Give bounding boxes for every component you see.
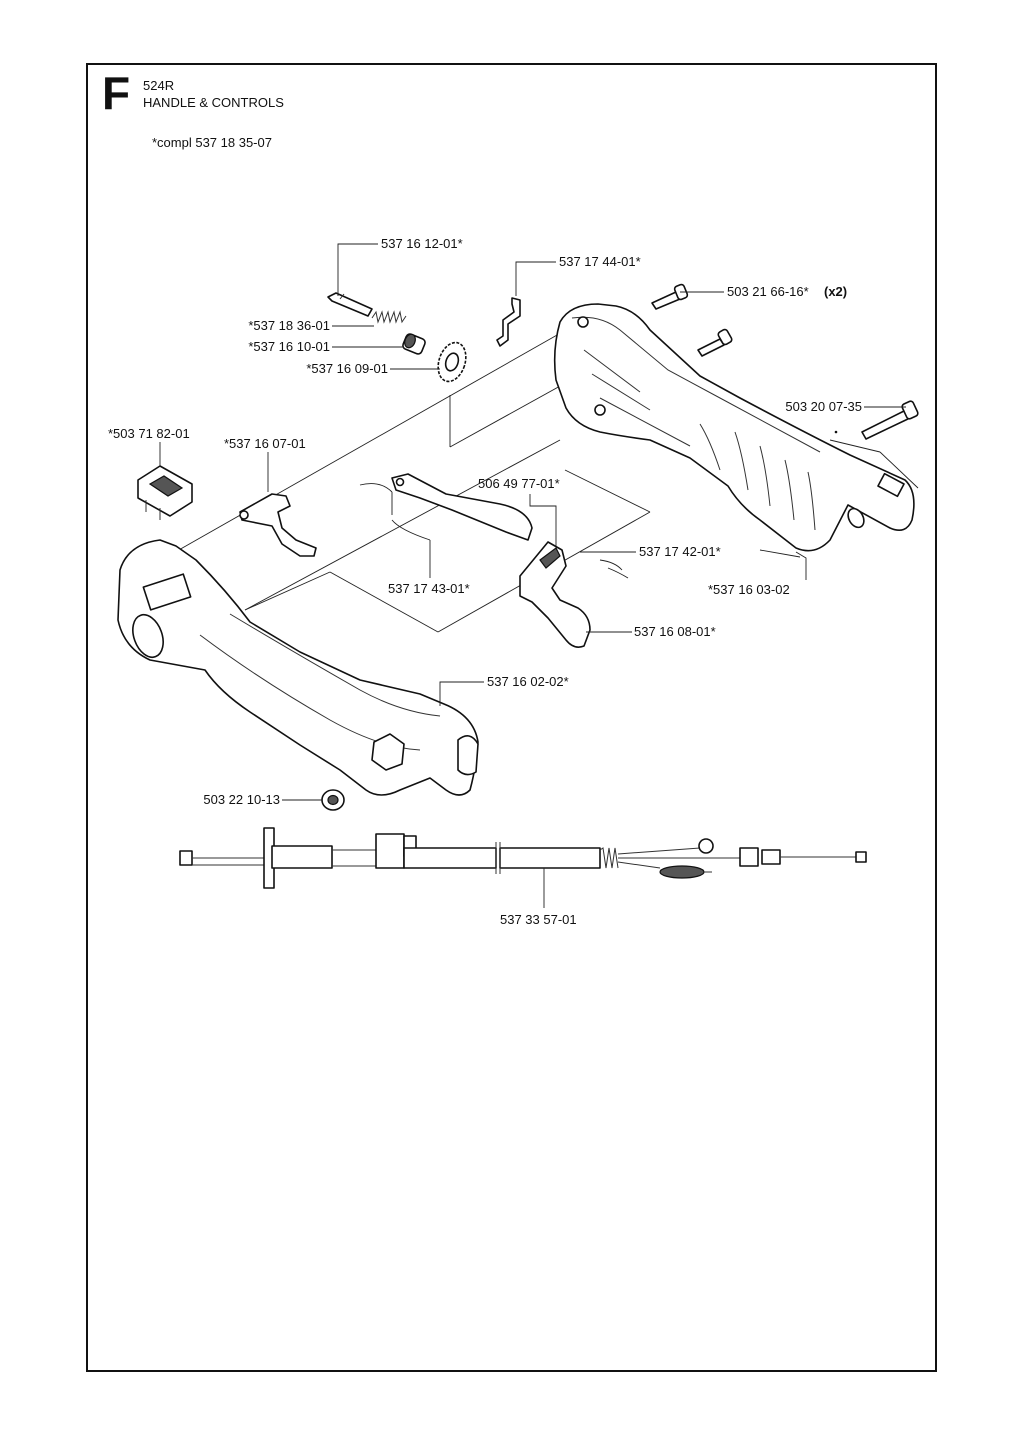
callout-label: 537 17 44-01* (559, 254, 641, 269)
callout-labels: 537 16 12-01* 537 17 44-01* 503 21 66-16… (108, 236, 862, 927)
callout-label: *537 16 07-01 (224, 436, 306, 451)
callout-label: 503 21 66-16* (727, 284, 809, 299)
callout-label: 537 17 42-01* (639, 544, 721, 559)
callout-label: 537 17 43-01* (388, 581, 470, 596)
section-letter: F (102, 67, 131, 119)
callout-label: 503 22 10-13 (203, 792, 280, 807)
spring-clip (496, 297, 521, 347)
callout-label: *537 16 03-02 (708, 582, 790, 597)
main-handle-grip (117, 539, 479, 796)
callout-label: 537 16 02-02* (487, 674, 569, 689)
model-name: 524R (143, 78, 175, 93)
throttle-trigger (519, 541, 591, 648)
screw-short-1 (651, 283, 689, 310)
callout-label: *537 16 10-01 (248, 339, 330, 354)
bushing-sleeve (402, 333, 426, 355)
ratchet-wheel (437, 341, 467, 383)
pivot-pin (327, 292, 373, 317)
callout-label: *537 18 36-01 (248, 318, 330, 333)
callout-quantity: (x2) (824, 284, 847, 299)
throttle-lockout-lever (239, 493, 317, 557)
page-frame (86, 63, 937, 1372)
throttle-link-lever (391, 473, 533, 541)
hex-nut (321, 789, 345, 811)
callout-label: 537 16 08-01* (634, 624, 716, 639)
coil-spring (371, 310, 407, 324)
callout-label: *537 16 09-01 (306, 361, 388, 376)
callout-label: *503 71 82-01 (108, 426, 190, 441)
handle-housing-right-half (553, 303, 915, 552)
screw-long (834, 400, 919, 440)
complete-kit-note: *compl 537 18 35-07 (152, 135, 272, 150)
callout-label: 503 20 07-35 (785, 399, 862, 414)
stop-switch (137, 465, 193, 520)
callout-label: 537 33 57-01 (500, 912, 577, 927)
section-title: HANDLE & CONTROLS (143, 95, 284, 110)
callout-leaders (159, 243, 906, 908)
callout-label: 537 16 12-01* (381, 236, 463, 251)
throttle-cable-harness (179, 827, 867, 889)
callout-label: 506 49 77-01* (478, 476, 560, 491)
screw-short-2 (697, 328, 733, 357)
